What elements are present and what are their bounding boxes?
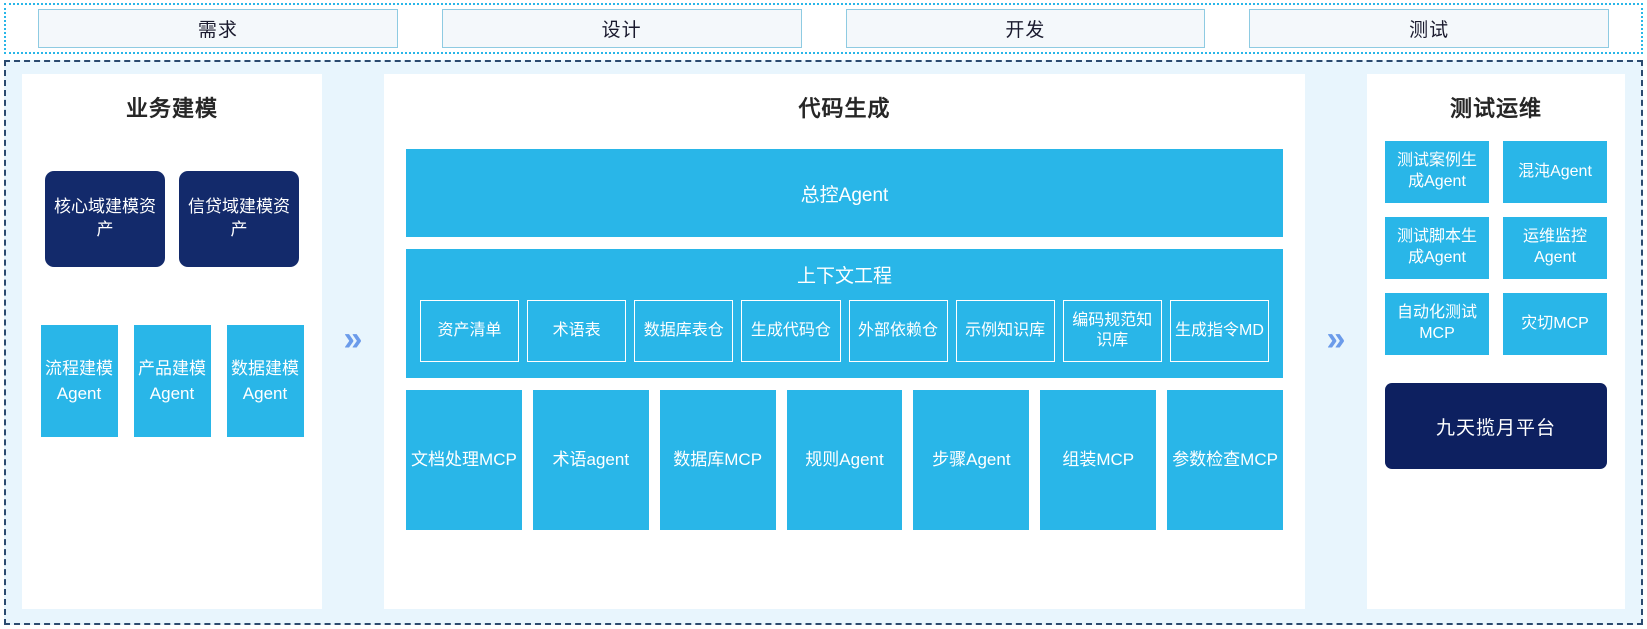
context-item-coding-standard-knowledge-base[interactable]: 编码规范知识库 <box>1062 300 1162 362</box>
tool-step-agent[interactable]: 步骤Agent <box>913 390 1030 530</box>
double-chevron-right-icon: » <box>322 74 384 609</box>
tool-label: 参数检查MCP <box>1172 449 1278 469</box>
test-ops-label: 自动化测试MCP <box>1396 304 1477 342</box>
tool-parameter-check-mcp[interactable]: 参数检查MCP <box>1167 390 1284 530</box>
context-item-generation-instruction-md[interactable]: 生成指令MD <box>1169 300 1269 362</box>
context-item-label: 数据库表仓 <box>643 322 724 339</box>
context-item-db-table-repo[interactable]: 数据库表仓 <box>634 300 734 362</box>
tool-label: 术语agent <box>552 449 630 469</box>
phase-item-requirements[interactable]: 需求 <box>38 9 398 48</box>
asset-label: 信贷域建模资产 <box>188 197 290 239</box>
context-item-label: 生成代码仓 <box>750 322 831 339</box>
asset-box-row: 核心域建模资产 信贷域建模资产 <box>45 171 299 267</box>
test-script-generation-agent[interactable]: 测试脚本生成Agent <box>1385 217 1489 279</box>
double-chevron-right-icon: » <box>1305 74 1367 609</box>
tool-glossary-agent[interactable]: 术语agent <box>532 390 649 530</box>
phase-bar: 需求 设计 开发 测试 <box>4 3 1643 54</box>
architecture-diagram-frame: 业务建模 核心域建模资产 信贷域建模资产 流程建模Agent 产品建模Agent… <box>4 60 1643 625</box>
asset-credit-domain[interactable]: 信贷域建模资产 <box>179 171 299 267</box>
phase-item-design[interactable]: 设计 <box>441 9 802 48</box>
context-item-list: 资产清单 术语表 数据库表仓 生成代码仓 外部依赖仓 示例知 <box>420 300 1269 362</box>
context-item-label: 资产清单 <box>437 322 502 339</box>
context-engineering-block: 上下文工程 资产清单 术语表 数据库表仓 生成代码仓 外部依赖仓 <box>406 249 1283 378</box>
context-engineering-title: 上下文工程 <box>796 266 892 287</box>
disaster-switch-mcp[interactable]: 灾切MCP <box>1503 293 1607 355</box>
test-ops-label: 测试案例生成Agent <box>1396 152 1477 190</box>
tool-box-row: 文档处理MCP 术语agent 数据库MCP 规则Agent 步骤Agent 组… <box>406 390 1284 530</box>
chaos-agent[interactable]: 混沌Agent <box>1503 141 1607 203</box>
tool-label: 步骤Agent <box>932 449 1011 469</box>
platform-jiutian-lanyue[interactable]: 九天揽月平台 <box>1385 383 1607 469</box>
test-case-generation-agent[interactable]: 测试案例生成Agent <box>1385 141 1489 203</box>
automated-test-mcp[interactable]: 自动化测试MCP <box>1385 293 1489 355</box>
test-ops-grid: 测试案例生成Agent 混沌Agent 测试脚本生成Agent 运维监控Agen… <box>1385 141 1607 355</box>
master-agent-label: 总控Agent <box>800 184 889 206</box>
test-ops-label: 混沌Agent <box>1518 162 1592 180</box>
right-panel-body: 测试案例生成Agent 混沌Agent 测试脚本生成Agent 运维监控Agen… <box>1367 123 1625 469</box>
phase-label: 设计 <box>601 20 642 41</box>
context-item-label: 编码规范知识库 <box>1072 312 1153 349</box>
agent-label: 数据建模Agent <box>231 358 299 404</box>
master-control-agent[interactable]: 总控Agent <box>406 149 1283 237</box>
panel-code-generation: 代码生成 总控Agent 上下文工程 资产清单 术语表 数据库表仓 <box>384 74 1305 609</box>
tool-document-processing-mcp[interactable]: 文档处理MCP <box>406 390 522 530</box>
test-ops-label: 测试脚本生成Agent <box>1396 228 1477 266</box>
phase-item-testing[interactable]: 测试 <box>1249 9 1609 48</box>
phase-label: 开发 <box>1005 20 1046 41</box>
tool-label: 规则Agent <box>805 449 884 469</box>
context-item-external-dependency-repo[interactable]: 外部依赖仓 <box>848 300 948 362</box>
asset-core-domain[interactable]: 核心域建模资产 <box>45 171 165 267</box>
chevron-glyph: » <box>343 319 363 358</box>
center-panel-body: 总控Agent 上下文工程 资产清单 术语表 数据库表仓 生成代码仓 <box>384 123 1305 530</box>
tool-label: 数据库MCP <box>673 449 763 469</box>
chevron-glyph: » <box>1326 319 1346 358</box>
asset-label: 核心域建模资产 <box>54 197 156 239</box>
panel-business-modeling: 业务建模 核心域建模资产 信贷域建模资产 流程建模Agent 产品建模Agent… <box>22 74 322 609</box>
test-ops-label: 运维监控Agent <box>1522 228 1587 266</box>
tool-assembly-mcp[interactable]: 组装MCP <box>1040 390 1157 530</box>
tool-label: 文档处理MCP <box>411 449 517 469</box>
agent-label: 流程建模Agent <box>45 358 113 404</box>
operations-monitoring-agent[interactable]: 运维监控Agent <box>1503 217 1607 279</box>
panel-title: 业务建模 <box>125 96 218 121</box>
agent-product-modeling[interactable]: 产品建模Agent <box>133 325 211 437</box>
phase-item-development[interactable]: 开发 <box>845 9 1206 48</box>
tool-label: 组装MCP <box>1062 449 1135 469</box>
context-item-label: 外部依赖仓 <box>858 322 939 339</box>
context-item-label: 示例知识库 <box>965 322 1046 339</box>
panel-title: 代码生成 <box>798 96 891 121</box>
context-item-label: 生成指令MD <box>1174 322 1264 339</box>
context-item-glossary[interactable]: 术语表 <box>527 300 627 362</box>
tool-database-mcp[interactable]: 数据库MCP <box>659 390 776 530</box>
platform-label: 九天揽月平台 <box>1435 417 1556 439</box>
phase-label: 需求 <box>197 20 238 41</box>
context-item-example-knowledge-base[interactable]: 示例知识库 <box>955 300 1055 362</box>
context-item-generated-code-repo[interactable]: 生成代码仓 <box>741 300 841 362</box>
agent-label: 产品建模Agent <box>138 358 206 404</box>
modeling-agent-row: 流程建模Agent 产品建模Agent 数据建模Agent <box>40 325 304 437</box>
context-item-asset-inventory[interactable]: 资产清单 <box>420 300 520 362</box>
panel-title: 测试运维 <box>1449 96 1542 121</box>
agent-data-modeling[interactable]: 数据建模Agent <box>226 325 304 437</box>
tool-rule-agent[interactable]: 规则Agent <box>786 390 903 530</box>
agent-process-modeling[interactable]: 流程建模Agent <box>40 325 118 437</box>
phase-label: 测试 <box>1409 20 1450 41</box>
test-ops-label: 灾切MCP <box>1521 314 1589 332</box>
context-item-label: 术语表 <box>552 322 601 339</box>
panel-test-operations: 测试运维 测试案例生成Agent 混沌Agent 测试脚本生成Agent 运维监… <box>1367 74 1625 609</box>
